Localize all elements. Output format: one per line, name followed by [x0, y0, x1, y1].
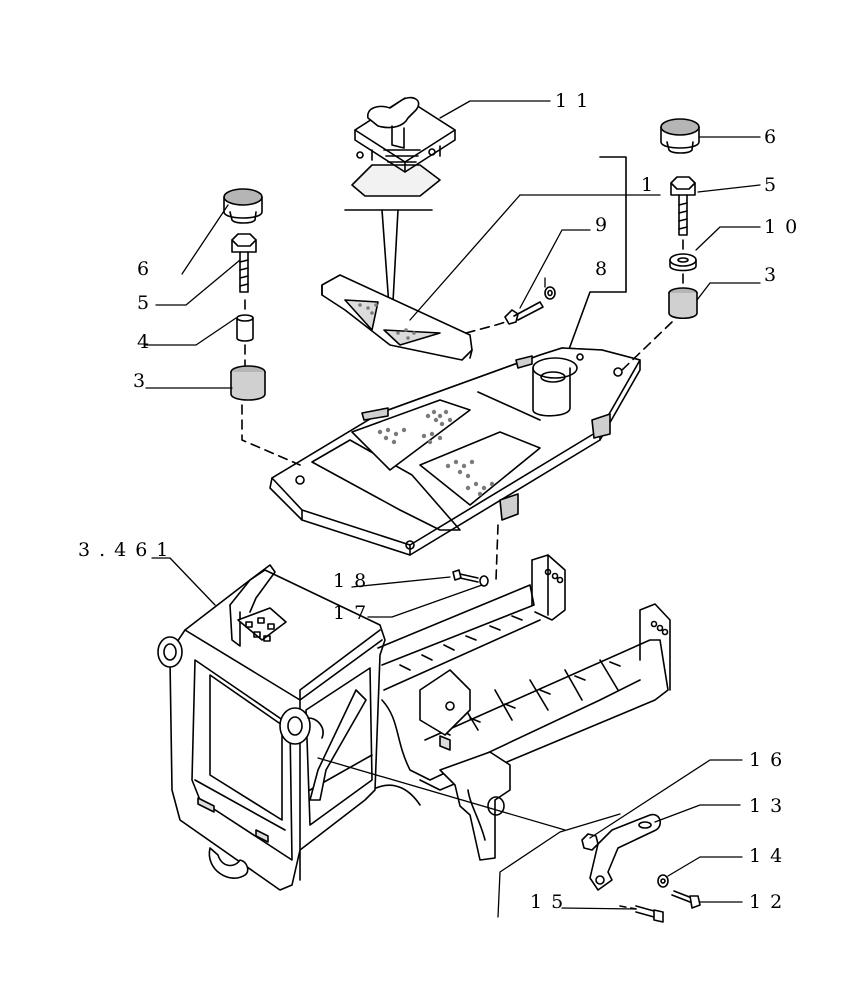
left-stack-axis — [241, 299, 301, 466]
callout-16: 16 — [749, 749, 792, 771]
bolt-9-washer-8 — [504, 286, 556, 325]
leader-plate-dash — [465, 319, 513, 334]
callout-6-right: 6 — [764, 126, 786, 148]
callout-4: 4 — [137, 331, 159, 353]
callout-13: 13 — [749, 795, 792, 817]
platform-axis — [495, 524, 499, 581]
callout-8: 8 — [595, 258, 617, 280]
right-stack-axis — [619, 239, 684, 373]
right-hardware-stack — [660, 118, 700, 320]
bolt-18-washer-17 — [452, 569, 489, 587]
callout-3-461: 3.461 — [78, 539, 178, 561]
callout-1: 1 — [641, 174, 663, 196]
part-11-latch — [351, 96, 456, 197]
callout-10: 10 — [764, 216, 807, 238]
callout-6-left: 6 — [137, 258, 159, 280]
callout-9: 9 — [595, 214, 617, 236]
callout-12: 12 — [749, 891, 792, 913]
leader-bracket-1 — [567, 156, 627, 353]
callout-5-left: 5 — [137, 292, 159, 314]
callout-3-left: 3 — [133, 370, 155, 392]
callout-15: 15 — [530, 891, 573, 913]
callout-14: 14 — [749, 845, 792, 867]
part-1-cover-plate — [321, 274, 473, 361]
callout-11: 11 — [555, 90, 598, 112]
leader-lines — [145, 100, 761, 918]
grille-patches — [358, 303, 495, 497]
callout-17: 17 — [333, 602, 376, 624]
callout-3-right: 3 — [764, 264, 786, 286]
bracket-hardware-group — [581, 813, 701, 923]
tractor-frame — [157, 554, 671, 891]
callout-5-right: 5 — [764, 174, 786, 196]
mounting-platform — [269, 347, 641, 556]
left-hardware-stack — [223, 188, 266, 401]
callout-18: 18 — [333, 570, 376, 592]
